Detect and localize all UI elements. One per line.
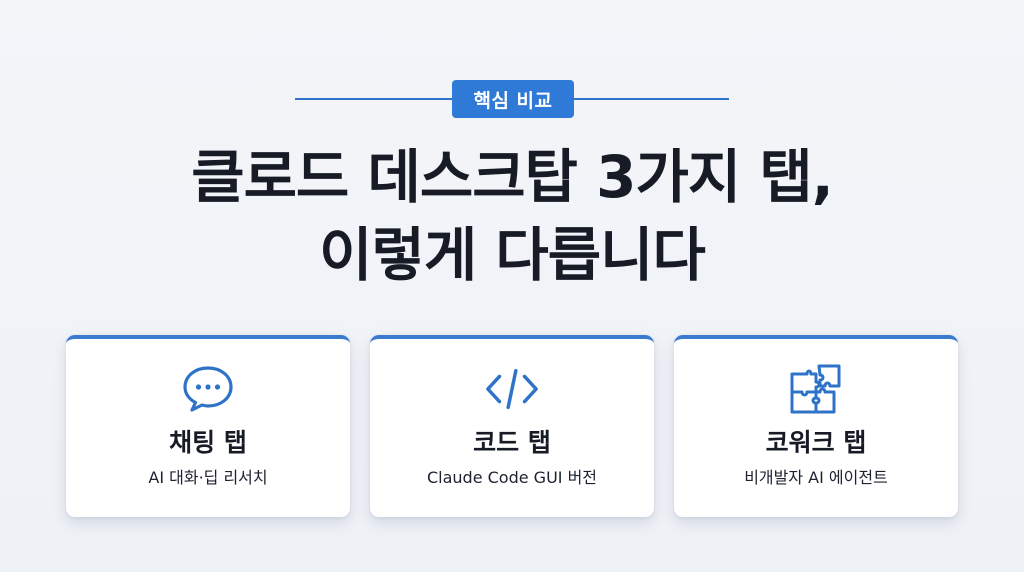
card-title: 코워크 탭 [765,428,867,457]
page-title-line-1: 클로드 데스크탑 3가지 탭, [191,143,834,211]
badge-divider-left [295,98,455,100]
tab-comparison-cards: 채팅 탭 AI 대화·딥 리서치 코드 탭 Claude Code GUI 버전 [66,335,958,517]
card-title: 채팅 탭 [169,428,247,457]
section-badge: 핵심 비교 [452,80,574,118]
badge-divider-right [572,98,729,100]
card-cowork-tab: 코워크 탭 비개발자 AI 에이전트 [674,335,958,517]
chat-bubble-icon [180,361,236,417]
card-subtitle: AI 대화·딥 리서치 [148,468,268,487]
puzzle-icon [788,361,844,417]
section-badge-row: 핵심 비교 [295,80,729,118]
page-title-line-2: 이렇게 다릅니다 [319,221,706,289]
page-title: 클로드 데스크탑 3가지 탭, 이렇게 다릅니다 [0,138,1024,294]
card-chat-tab: 채팅 탭 AI 대화·딥 리서치 [66,335,350,517]
card-subtitle: Claude Code GUI 버전 [426,468,598,487]
card-code-tab: 코드 탭 Claude Code GUI 버전 [370,335,654,517]
card-subtitle: 비개발자 AI 에이전트 [744,468,888,487]
card-title: 코드 탭 [473,428,551,457]
code-icon [484,361,540,417]
